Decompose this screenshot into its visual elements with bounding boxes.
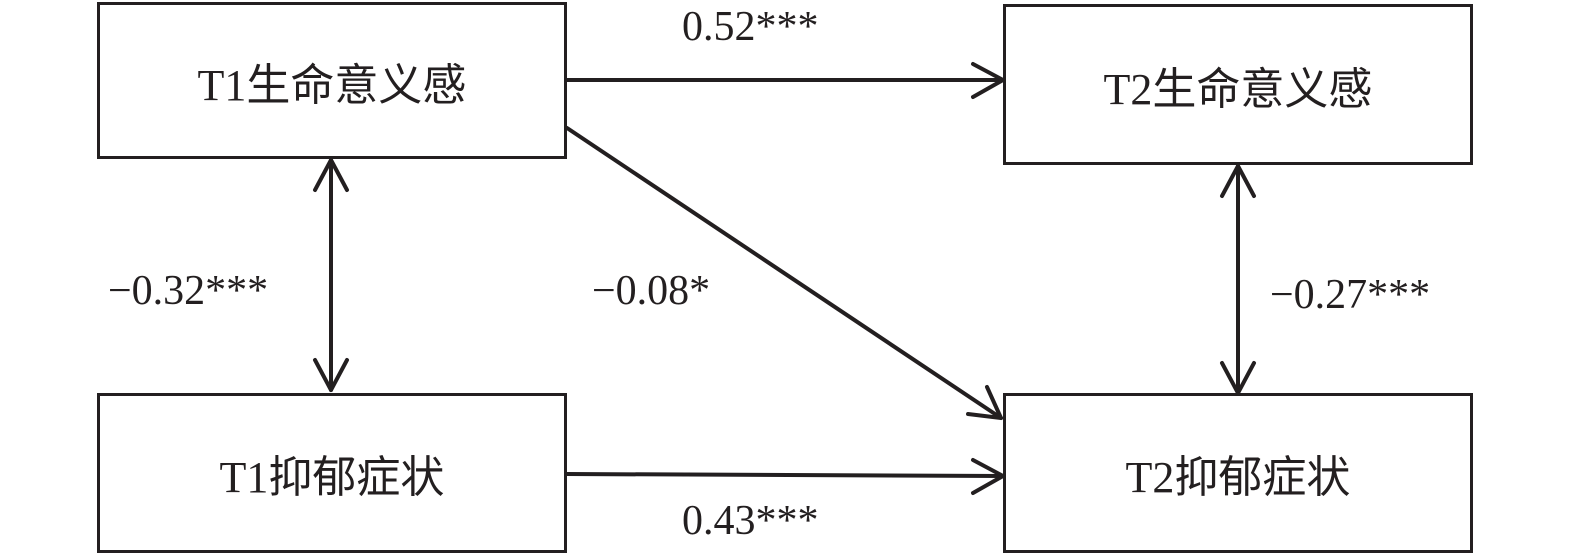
node-t1-depression: T1抑郁症状 xyxy=(97,393,567,553)
coef-t1m-t1d: −0.32*** xyxy=(108,268,269,314)
coef-t1m-t2d: −0.08* xyxy=(592,268,711,314)
coef-t2m-t2d: −0.27*** xyxy=(1270,272,1431,318)
double-arrow-t1-meaning-t1-depression xyxy=(313,158,349,392)
node-t2-depression: T2抑郁症状 xyxy=(1003,393,1473,553)
arrow-t1-meaning-to-t2-meaning xyxy=(565,62,1005,99)
coef-t1m-t2m: 0.52*** xyxy=(682,4,819,50)
coef-t1d-t2d: 0.43*** xyxy=(682,498,819,544)
arrow-t1-meaning-to-t2-depression xyxy=(565,126,1003,420)
double-arrow-t2-meaning-t2-depression xyxy=(1220,164,1256,395)
node-t1-meaning: T1生命意义感 xyxy=(97,2,567,159)
arrow-t1-depression-to-t2-depression xyxy=(565,458,1005,495)
node-t2-meaning: T2生命意义感 xyxy=(1003,4,1473,165)
